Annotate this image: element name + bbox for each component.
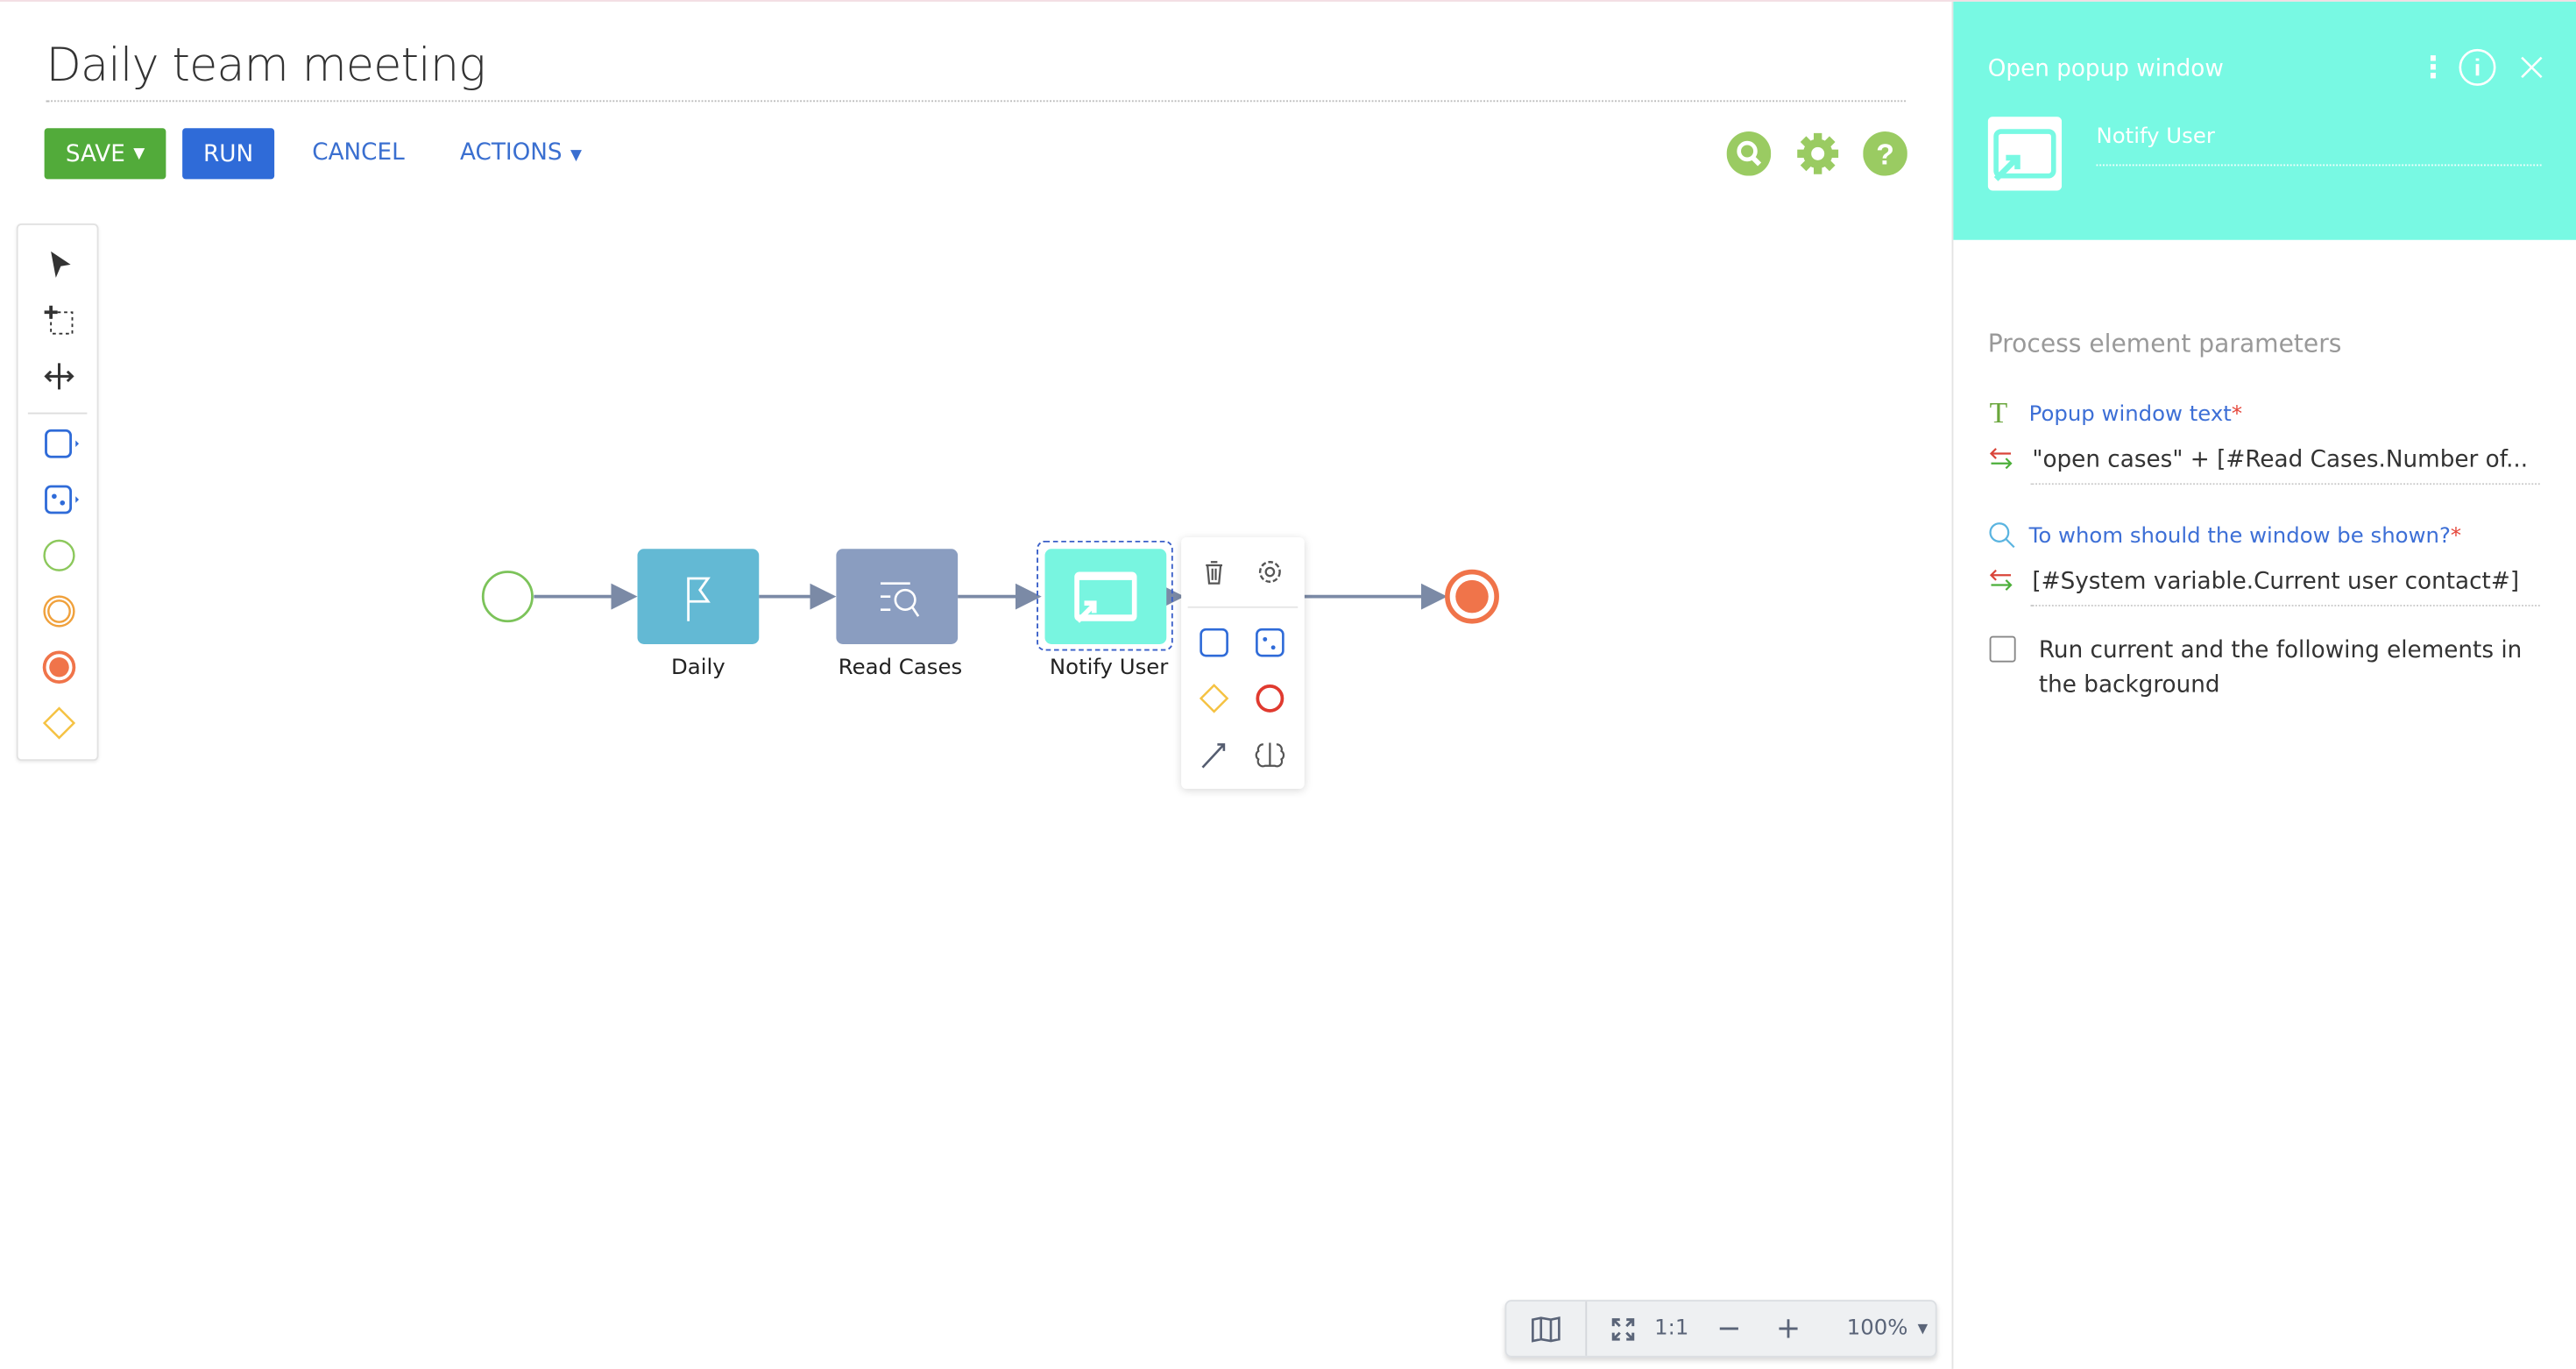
zoom-toolbar: 1:1 − + 100% ▼	[1505, 1300, 1937, 1358]
param-label: Popup window text*	[2029, 402, 2242, 427]
element-context-menu	[1181, 537, 1305, 789]
checkbox-label: Run current and the following elements i…	[2039, 635, 2548, 704]
zoom-level-select[interactable]: 100%	[1847, 1316, 1908, 1341]
element-properties-panel: Open popup window ⋮ Notify User Process …	[1952, 2, 2576, 1369]
popup-window-icon	[1045, 549, 1167, 644]
panel-header: Open popup window ⋮ Notify User	[1953, 2, 2576, 240]
panel-title: Open popup window	[1988, 56, 2224, 82]
popup-window-icon	[1988, 117, 2062, 190]
mapping-arrows-icon[interactable]	[1988, 569, 2014, 592]
settings-gear-icon[interactable]	[1252, 554, 1288, 590]
node-label: Notify User	[1010, 656, 1207, 680]
toolbar-divider	[1585, 1302, 1587, 1356]
node-label: Read Cases	[802, 656, 999, 680]
background-run-checkbox[interactable]	[1990, 636, 2016, 663]
zoom-in-button[interactable]: +	[1776, 1311, 1801, 1345]
actual-size-button[interactable]: 1:1	[1654, 1316, 1688, 1341]
info-icon[interactable]	[2458, 47, 2497, 87]
mapping-arrows-icon[interactable]	[1988, 447, 2014, 470]
trash-icon[interactable]	[1196, 554, 1232, 590]
connector-arrow-icon[interactable]	[1196, 736, 1232, 772]
system-action-icon[interactable]	[1252, 625, 1288, 661]
node-read-cases[interactable]	[836, 549, 958, 644]
name-underline	[2097, 165, 2542, 167]
node-notify-user[interactable]	[1045, 549, 1167, 644]
text-type-icon: T	[1990, 396, 2008, 430]
zoom-out-button[interactable]: −	[1716, 1311, 1741, 1345]
menu-divider	[1188, 606, 1299, 608]
end-event[interactable]	[1444, 569, 1500, 625]
close-icon[interactable]	[2517, 53, 2547, 82]
element-name-input[interactable]: Notify User	[2097, 125, 2215, 150]
field-underline	[2031, 605, 2540, 606]
gateway-icon[interactable]	[1196, 680, 1232, 716]
ai-brain-icon[interactable]	[1252, 736, 1288, 772]
section-title: Process element parameters	[1988, 329, 2342, 358]
more-options-icon[interactable]: ⋮	[2418, 51, 2448, 85]
field-underline	[2031, 483, 2540, 485]
flow-connectors	[0, 2, 1939, 824]
param-label: To whom should the window be shown?*	[2029, 524, 2461, 549]
recipient-value[interactable]: [#System variable.Current user contact#]	[2032, 569, 2519, 595]
end-event-icon[interactable]	[1252, 680, 1288, 716]
read-data-icon	[836, 549, 958, 644]
user-task-icon[interactable]	[1196, 625, 1232, 661]
node-label: Daily	[599, 656, 796, 680]
lookup-search-icon	[1988, 521, 2016, 549]
fit-to-screen-icon[interactable]	[1610, 1316, 1637, 1342]
caret-down-icon[interactable]: ▼	[1918, 1322, 1928, 1337]
minimap-icon[interactable]	[1530, 1314, 1563, 1344]
node-daily[interactable]	[638, 549, 760, 644]
start-event[interactable]	[480, 569, 536, 625]
popup-text-value[interactable]: "open cases" + [#Read Cases.Number of...	[2032, 447, 2528, 473]
flag-icon	[638, 549, 760, 644]
